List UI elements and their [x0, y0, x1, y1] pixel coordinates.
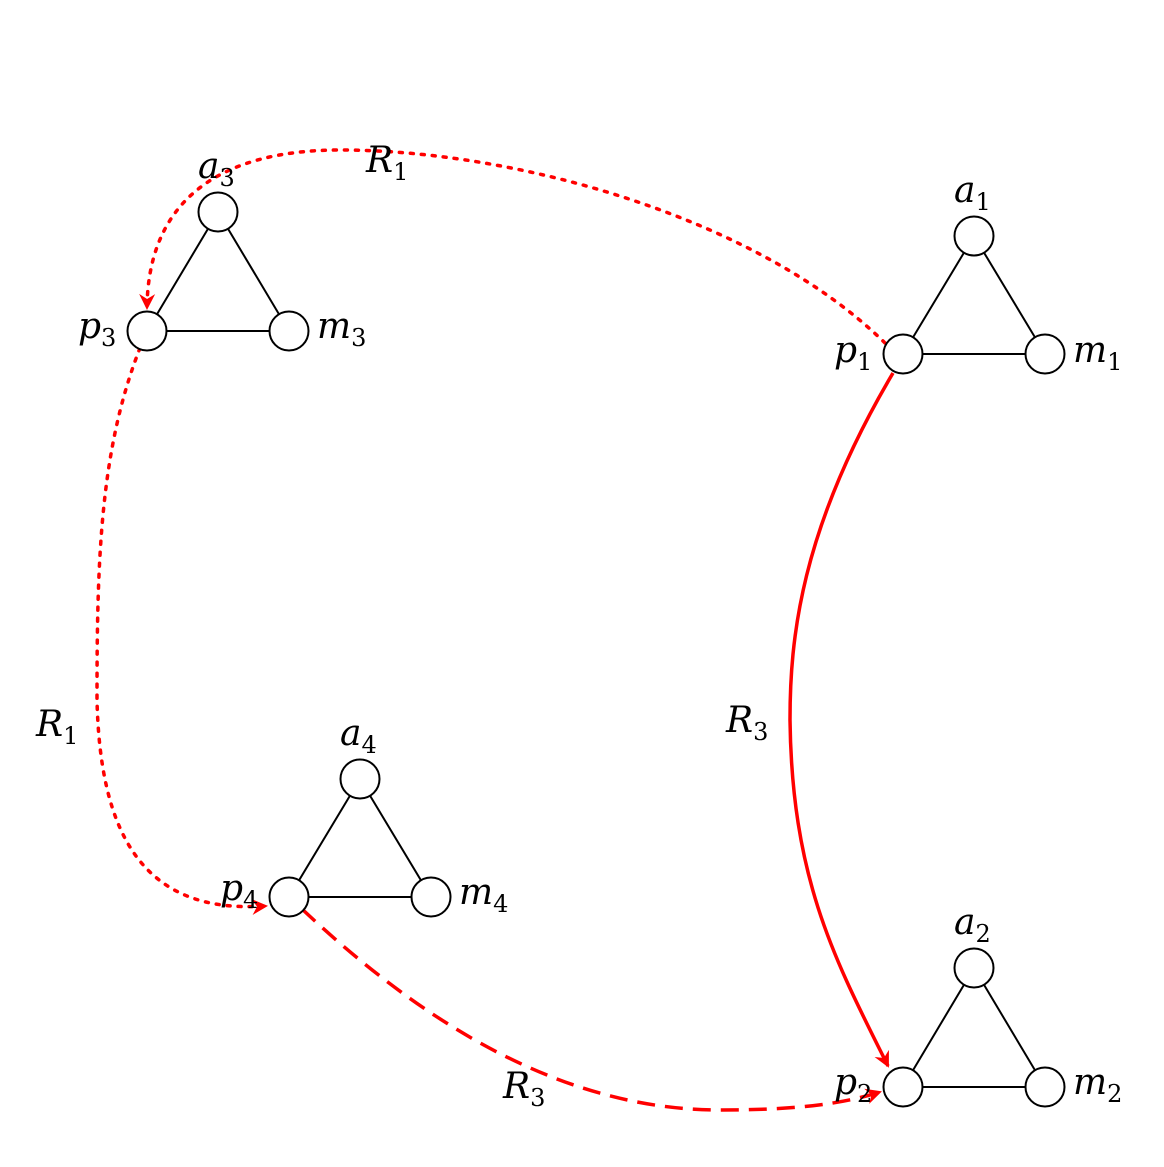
edge-a4-p4 — [288, 778, 361, 898]
relation-arc-r3-p1-to-p2 — [788, 372, 895, 1068]
edge-a1-m1 — [973, 235, 1046, 355]
relation-label-r3-right: R3 — [725, 700, 768, 746]
relation-label-r1-top: R1 — [365, 140, 408, 186]
relation-label-r1-left: R1 — [35, 704, 78, 750]
label-m1: m1 — [1073, 330, 1122, 376]
edge-a4-m4 — [359, 778, 432, 898]
node-p1 — [882, 333, 924, 375]
label-a4: a4 — [340, 713, 377, 759]
label-m4: m4 — [459, 872, 508, 918]
relation-arcs — [95, 148, 895, 1112]
triangle-group-2: a2 p2 m2 — [834, 902, 1122, 1108]
node-m2 — [1024, 1066, 1066, 1108]
node-m3 — [268, 310, 310, 352]
node-a4 — [339, 758, 381, 800]
edge-a1-p1 — [902, 235, 975, 355]
label-p2: p2 — [834, 1062, 872, 1108]
relation-arc-r3-p4-to-p2 — [300, 907, 882, 1112]
edge-a3-m3 — [217, 211, 290, 332]
node-a3 — [197, 191, 239, 233]
node-m1 — [1024, 333, 1066, 375]
triangle-group-3: a3 p3 m3 — [78, 146, 366, 352]
triangle-group-1: a1 p1 m1 — [834, 170, 1122, 376]
label-p3: p3 — [78, 306, 116, 352]
node-a2 — [953, 947, 995, 989]
node-p4 — [268, 876, 310, 918]
relation-arc-r1-p3-to-p4 — [95, 346, 268, 915]
edge-a3-p3 — [146, 211, 219, 332]
node-p3 — [126, 310, 168, 352]
edge-a2-m2 — [973, 967, 1046, 1088]
label-a2: a2 — [954, 902, 991, 948]
node-p2 — [882, 1066, 924, 1108]
edge-a2-p2 — [902, 967, 975, 1088]
label-m3: m3 — [317, 306, 366, 352]
node-m4 — [410, 876, 452, 918]
label-m2: m2 — [1073, 1062, 1122, 1108]
label-a1: a1 — [954, 170, 991, 216]
relation-labels: R1 R1 R3 R3 — [35, 140, 768, 1112]
label-p1: p1 — [834, 330, 872, 376]
label-p4: p4 — [220, 868, 258, 914]
relation-label-r3-bottom: R3 — [502, 1066, 545, 1112]
node-a1 — [953, 215, 995, 257]
relation-arc-r1-p1-to-p3 — [139, 148, 887, 345]
label-a3: a3 — [198, 146, 235, 192]
triangle-group-4: a4 p4 m4 — [220, 713, 508, 918]
